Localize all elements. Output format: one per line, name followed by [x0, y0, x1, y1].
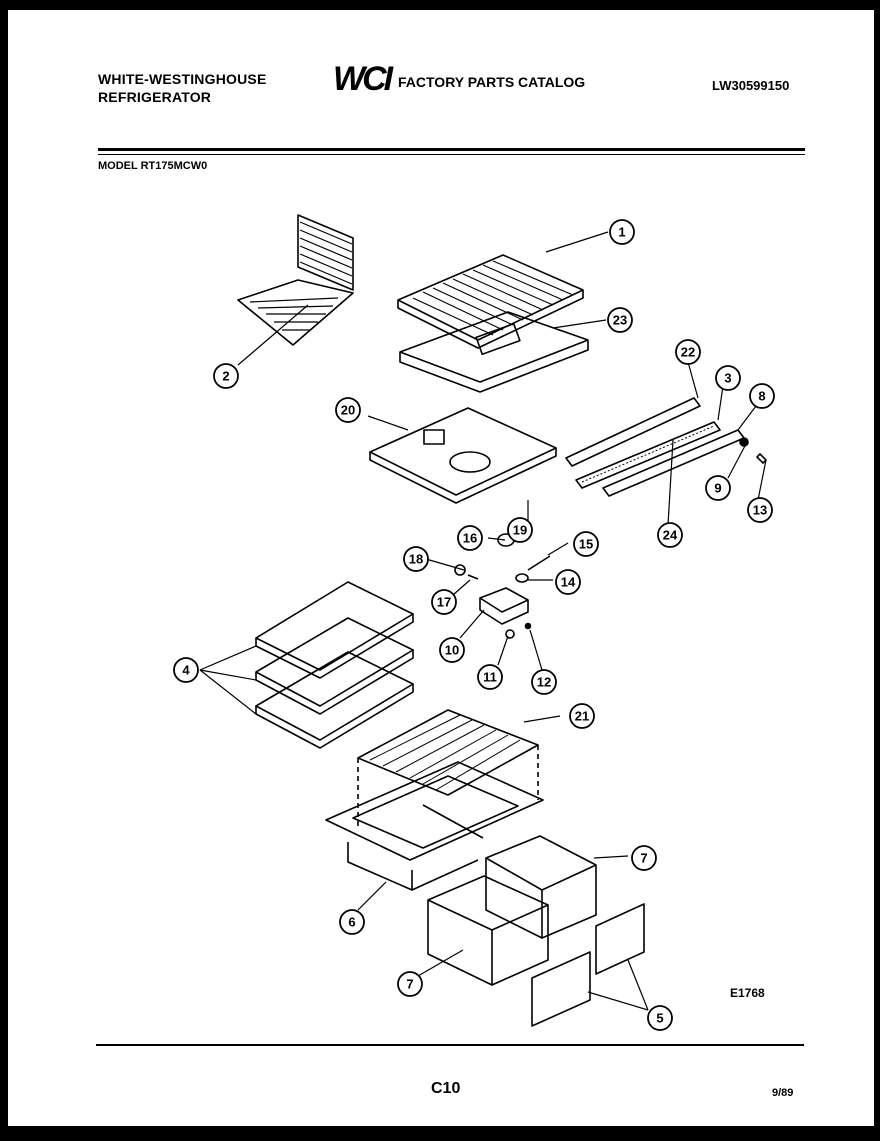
- callout-label-0: 1: [618, 225, 625, 240]
- callout-label-9: 9: [714, 481, 721, 496]
- part-13-screw: [756, 453, 767, 464]
- callout-circle-13: [747, 497, 773, 523]
- callout-label-13: 13: [753, 503, 767, 518]
- part-7-crisper-drawer-right: [485, 835, 597, 939]
- callout-label-22: 22: [681, 345, 695, 360]
- callout-label-1: 2: [222, 369, 229, 384]
- callout-circle-2: [715, 365, 741, 391]
- callout-label-14: 14: [561, 575, 576, 590]
- callout-label-6: 7: [640, 851, 647, 866]
- callout-circle-12: [531, 669, 557, 695]
- brand-block: WHITE-WESTINGHOUSE REFRIGERATOR: [98, 70, 266, 106]
- callout-label-7: 7: [406, 977, 413, 992]
- callout-label-15: 15: [579, 537, 593, 552]
- callout-label-18: 18: [409, 552, 423, 567]
- revision-date: 9/89: [772, 1087, 794, 1099]
- footer-rule: [96, 1044, 804, 1046]
- callout-circle-3: [173, 657, 199, 683]
- part-12-screw: [524, 622, 532, 630]
- callout-circle-15: [573, 531, 599, 557]
- header-rule-thin: [98, 154, 805, 155]
- callout-label-23: 23: [613, 313, 627, 328]
- callout-label-10: 10: [445, 643, 459, 658]
- callout-circle-0: [609, 219, 635, 245]
- callout-label-20: 20: [341, 403, 355, 418]
- callout-circle-1: [213, 363, 239, 389]
- part-20-cover-frame: [369, 407, 557, 504]
- part-6-crisper-frame: [325, 761, 544, 891]
- brand-name: WHITE-WESTINGHOUSE: [98, 71, 267, 87]
- callout-label-4: 5: [656, 1011, 663, 1026]
- callout-label-2: 3: [724, 371, 731, 386]
- part-14-switch: [515, 573, 529, 583]
- callout-circle-24: [657, 522, 683, 548]
- header-rule-thick: [98, 148, 805, 151]
- callout-circle-18: [403, 546, 429, 572]
- catalog-sheet: WHITE-WESTINGHOUSE REFRIGERATOR WCI FACT…: [8, 10, 874, 1126]
- part-21-crisper-cover: [357, 709, 539, 830]
- callout-circle-4: [647, 1005, 673, 1031]
- callout-circle-9: [705, 475, 731, 501]
- catalog-title: FACTORY PARTS CATALOG: [398, 74, 586, 90]
- callout-label-21: 21: [575, 709, 589, 724]
- callout-label-5: 6: [348, 915, 355, 930]
- model-number: MODEL RT175MCW0: [98, 160, 208, 172]
- part-17-socket: [467, 574, 479, 580]
- figure-code: E1768: [730, 986, 765, 1000]
- callout-circle-20: [335, 397, 361, 423]
- callout-circle-11: [477, 664, 503, 690]
- part-9-screw: [739, 437, 749, 447]
- part-5-drawer-fronts: [531, 903, 645, 1027]
- leader-lines: [199, 231, 767, 1011]
- callout-label-19: 19: [513, 523, 527, 538]
- part-1-top-shelf: [397, 254, 584, 349]
- callout-label-24: 24: [663, 528, 678, 543]
- callout-circle-22: [675, 339, 701, 365]
- part-23-shelf-frame: [399, 311, 589, 393]
- callout-label-8: 8: [758, 389, 765, 404]
- page-number: C10: [431, 1080, 461, 1097]
- callout-circle-14: [555, 569, 581, 595]
- callout-circle-16: [457, 525, 483, 551]
- wci-logo: WCI: [333, 60, 393, 98]
- part-10-housing: [479, 587, 529, 613]
- part-15-wire: [527, 555, 551, 571]
- callout-label-17: 17: [437, 595, 451, 610]
- callout-circle-5: [339, 909, 365, 935]
- callout-label-12: 12: [537, 675, 551, 690]
- part-22-trim-strip: [565, 397, 701, 467]
- part-7-crisper-drawer-left: [427, 875, 549, 986]
- callout-circle-8: [749, 383, 775, 409]
- callout-label-16: 16: [463, 531, 477, 546]
- callout-circle-21: [569, 703, 595, 729]
- part-2-wire-rack: [237, 214, 354, 346]
- callout-circle-17: [431, 589, 457, 615]
- callout-circle-23: [607, 307, 633, 333]
- part-4-shelves: [255, 581, 414, 749]
- document-number: LW30599150: [712, 78, 790, 93]
- callout-circle-10: [439, 637, 465, 663]
- callout-circle-19: [507, 517, 533, 543]
- part-3-trim-strip: [575, 421, 721, 489]
- product-type: REFRIGERATOR: [98, 89, 212, 105]
- callout-label-3: 4: [182, 663, 190, 678]
- part-18-bulb: [454, 564, 466, 576]
- callout-circle-7: [397, 971, 423, 997]
- part-11-grommet: [505, 629, 515, 639]
- callout-circle-6: [631, 845, 657, 871]
- callout-label-11: 11: [483, 670, 497, 685]
